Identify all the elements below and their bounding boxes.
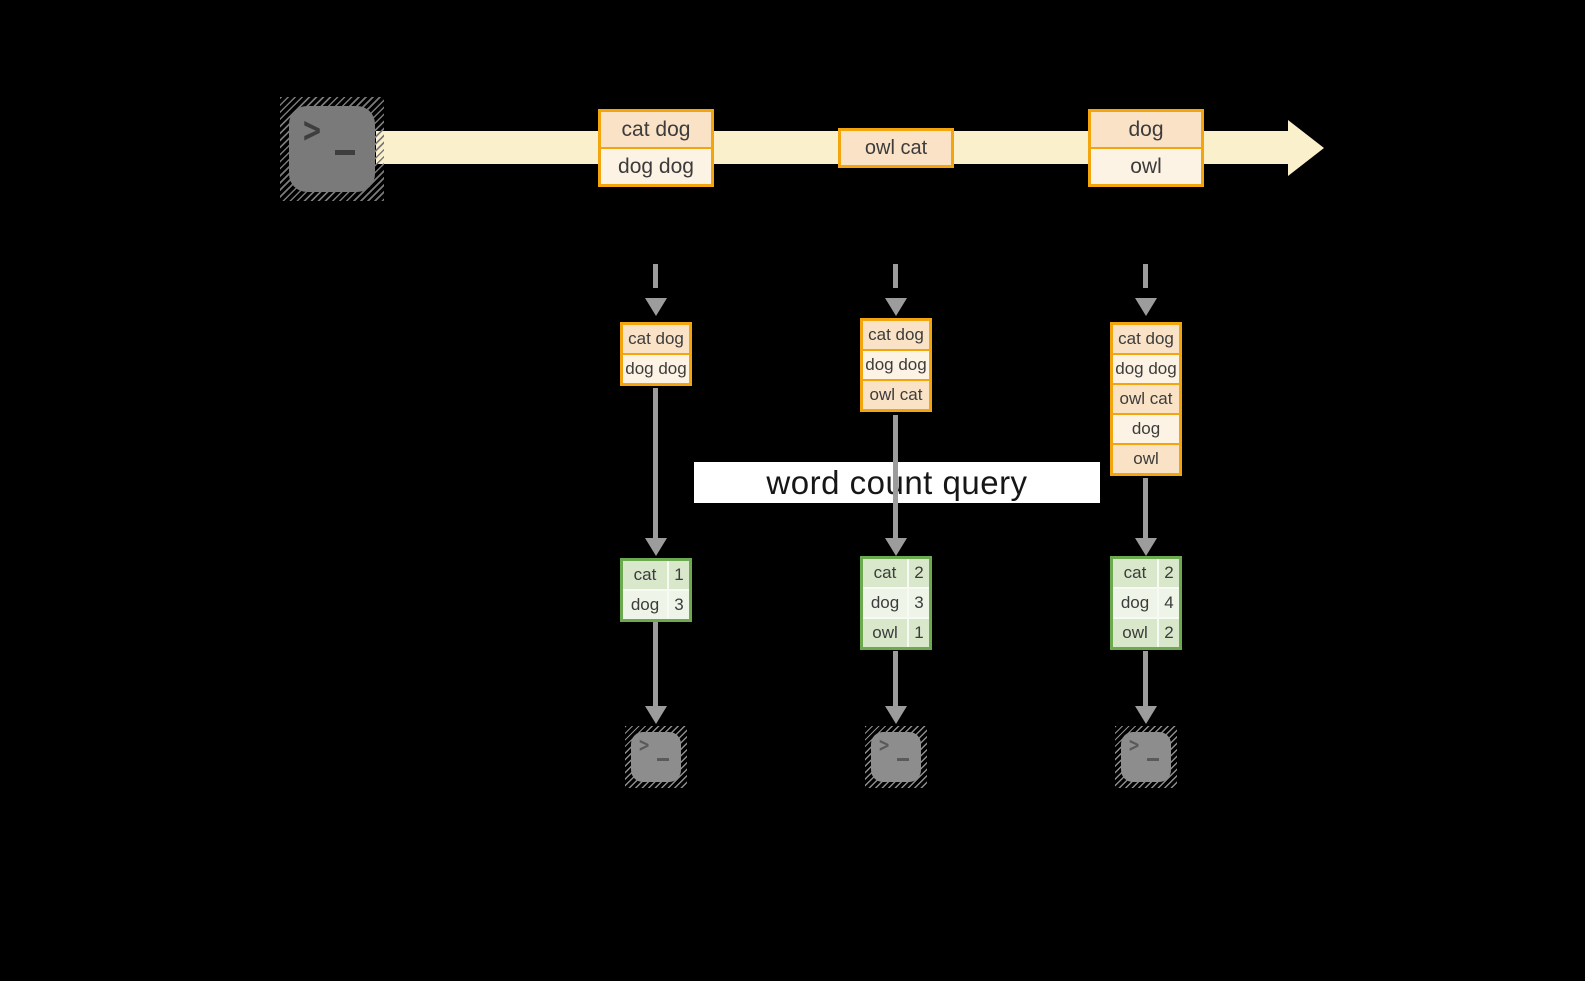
prompt-underscore-icon — [657, 758, 669, 761]
count-value: 3 — [669, 591, 689, 619]
count-table: cat 1 dog 3 — [620, 558, 692, 622]
terminal-icon: > — [1115, 726, 1177, 788]
terminal-icon: > — [625, 726, 687, 788]
arrow-head-icon — [885, 706, 907, 724]
count-word: cat — [1113, 559, 1157, 587]
count-value: 2 — [1159, 559, 1179, 587]
count-word: cat — [863, 559, 907, 587]
dashed-arrow-segment — [653, 264, 658, 288]
prompt-chevron-icon: > — [639, 733, 650, 759]
stream-record-box: dog owl — [1088, 109, 1204, 187]
arrow-head-icon — [645, 706, 667, 724]
buffer-item: owl — [1113, 445, 1179, 473]
count-word: owl — [863, 619, 907, 647]
arrow-line — [653, 388, 658, 541]
buffered-records-stack: cat dog dog dog — [620, 322, 692, 386]
terminal-icon-body: > — [631, 732, 681, 782]
count-value: 2 — [1159, 619, 1179, 647]
count-table: cat 2 dog 4 owl 2 — [1110, 556, 1182, 650]
terminal-icon: > — [280, 97, 384, 201]
count-value: 1 — [909, 619, 929, 647]
count-word: dog — [1113, 589, 1157, 617]
arrow-head-icon — [885, 538, 907, 556]
arrow-line — [1143, 478, 1148, 541]
dashed-arrow-head-icon — [645, 298, 667, 316]
dashed-arrow-segment — [893, 264, 898, 288]
prompt-chevron-icon: > — [303, 108, 322, 153]
buffer-item: dog dog — [1113, 355, 1179, 383]
arrow-line — [653, 622, 658, 709]
buffer-item: owl cat — [1113, 385, 1179, 413]
prompt-chevron-icon: > — [879, 733, 890, 759]
arrow-line — [893, 651, 898, 709]
count-value: 1 — [669, 561, 689, 589]
buffer-item: dog dog — [863, 351, 929, 379]
count-word: dog — [623, 591, 667, 619]
count-table: cat 2 dog 3 owl 1 — [860, 556, 932, 650]
dashed-arrow-head-icon — [1135, 298, 1157, 316]
stream-record-line: cat dog — [601, 112, 711, 147]
stream-arrowhead-icon — [1288, 120, 1324, 176]
prompt-underscore-icon — [897, 758, 909, 761]
arrow-line — [893, 415, 898, 541]
terminal-icon-body: > — [289, 106, 375, 192]
buffer-item: owl cat — [863, 381, 929, 409]
buffered-records-stack: cat dog dog dog owl cat — [860, 318, 932, 412]
dashed-arrow-head-icon — [885, 298, 907, 316]
count-word: owl — [1113, 619, 1157, 647]
terminal-icon: > — [865, 726, 927, 788]
prompt-underscore-icon — [1147, 758, 1159, 761]
arrow-head-icon — [1135, 706, 1157, 724]
buffer-item: dog dog — [623, 355, 689, 383]
count-word: cat — [623, 561, 667, 589]
count-value: 3 — [909, 589, 929, 617]
terminal-icon-body: > — [1121, 732, 1171, 782]
prompt-chevron-icon: > — [1129, 733, 1140, 759]
buffer-item: cat dog — [623, 325, 689, 353]
dashed-arrow-segment — [1143, 264, 1148, 288]
arrow-head-icon — [1135, 538, 1157, 556]
stream-record-line: owl — [1091, 149, 1201, 184]
arrow-head-icon — [645, 538, 667, 556]
stream-record-box: cat dog dog dog — [598, 109, 714, 187]
count-value: 4 — [1159, 589, 1179, 617]
terminal-icon-body: > — [871, 732, 921, 782]
arrow-line — [1143, 651, 1148, 709]
buffer-item: dog — [1113, 415, 1179, 443]
stream-record-box: owl cat — [838, 128, 954, 168]
count-word: dog — [863, 589, 907, 617]
stream-record-line: dog — [1091, 112, 1201, 147]
buffered-records-stack: cat dog dog dog owl cat dog owl — [1110, 322, 1182, 476]
stream-record-line: dog dog — [601, 149, 711, 184]
buffer-item: cat dog — [863, 321, 929, 349]
count-value: 2 — [909, 559, 929, 587]
prompt-underscore-icon — [335, 150, 355, 155]
buffer-item: cat dog — [1113, 325, 1179, 353]
stream-record-line: owl cat — [841, 131, 951, 165]
